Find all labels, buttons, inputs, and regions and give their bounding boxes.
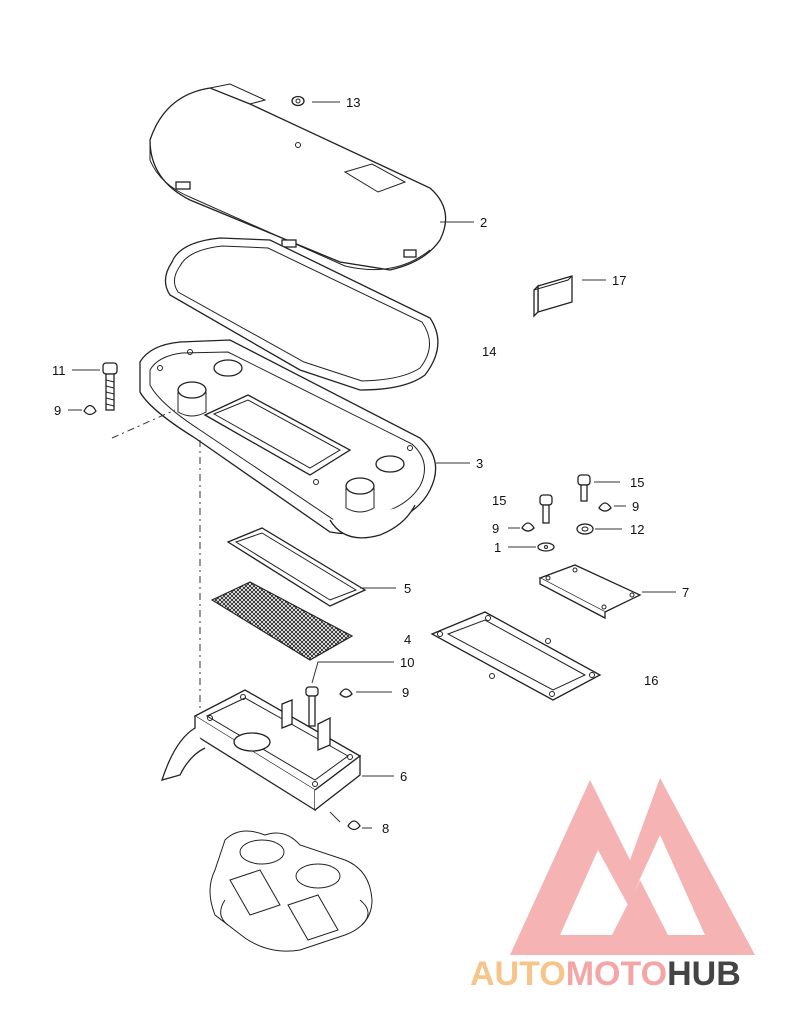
part-9-lock-washer-left — [83, 404, 97, 416]
carburetor-reference — [209, 830, 373, 952]
callout-5: 5 — [404, 581, 411, 596]
callout-9-mid: 9 — [402, 685, 409, 700]
watermark-logo-triangle — [510, 778, 755, 955]
watermark-text-auto: AUTO — [470, 955, 566, 993]
callout-1: 1 — [494, 540, 501, 555]
automotohub-watermark: AUTOMOTOHUB — [470, 778, 755, 993]
callout-3: 3 — [476, 456, 483, 471]
part-1-washer — [537, 542, 555, 552]
callout-4: 4 — [404, 632, 411, 647]
callout-6: 6 — [400, 769, 407, 784]
part-15-screw-lower — [539, 494, 553, 524]
watermark-text-moto: MOTO — [566, 955, 667, 993]
callout-9-upper: 9 — [632, 499, 639, 514]
part-8-clip — [347, 820, 361, 831]
callout-9-left: 9 — [54, 403, 61, 418]
part-7-cover-plate — [538, 564, 642, 620]
part-6-adaptor-plate — [161, 689, 362, 812]
callout-9-lower: 9 — [492, 521, 499, 536]
callout-7: 7 — [682, 585, 689, 600]
svg-text:AUTOMOTOHUB: AUTOMOTOHUB — [470, 955, 741, 993]
callout-2: 2 — [480, 215, 487, 230]
part-2-silencer-cover — [149, 83, 447, 271]
part-15-screw-upper — [577, 474, 591, 502]
part-12-nut — [576, 523, 594, 535]
part-9-lock-washer-upper — [598, 502, 612, 512]
alignment-line-a — [111, 409, 176, 439]
part-13-nut — [291, 95, 305, 107]
part-5-gasket-frame — [226, 527, 367, 607]
leader-lines — [68, 101, 676, 829]
callout-labels: 13 2 17 14 11 9 3 15 15 9 9 12 1 5 7 4 1… — [52, 95, 689, 836]
callout-16: 16 — [644, 673, 658, 688]
callout-15-upper: 15 — [630, 475, 644, 490]
callout-13: 13 — [346, 95, 360, 110]
part-16-gasket — [430, 611, 602, 701]
part-11-bolt — [102, 362, 118, 411]
callout-14: 14 — [482, 344, 496, 359]
callout-12: 12 — [630, 522, 644, 537]
callout-11: 11 — [52, 363, 66, 378]
callout-8: 8 — [382, 821, 389, 836]
part-4-screen — [210, 581, 354, 661]
part-17-block — [533, 275, 573, 318]
callout-15-lower: 15 — [492, 493, 506, 508]
callout-17: 17 — [612, 273, 626, 288]
part-9-lock-washer-lower — [521, 522, 535, 532]
part-3-silencer-base — [139, 339, 437, 539]
callout-10: 10 — [400, 655, 414, 670]
watermark-text-hub: HUB — [667, 955, 741, 993]
part-9-lock-washer-mid — [339, 688, 353, 698]
part-14-gasket — [164, 237, 439, 391]
part-10-screw — [305, 686, 319, 727]
